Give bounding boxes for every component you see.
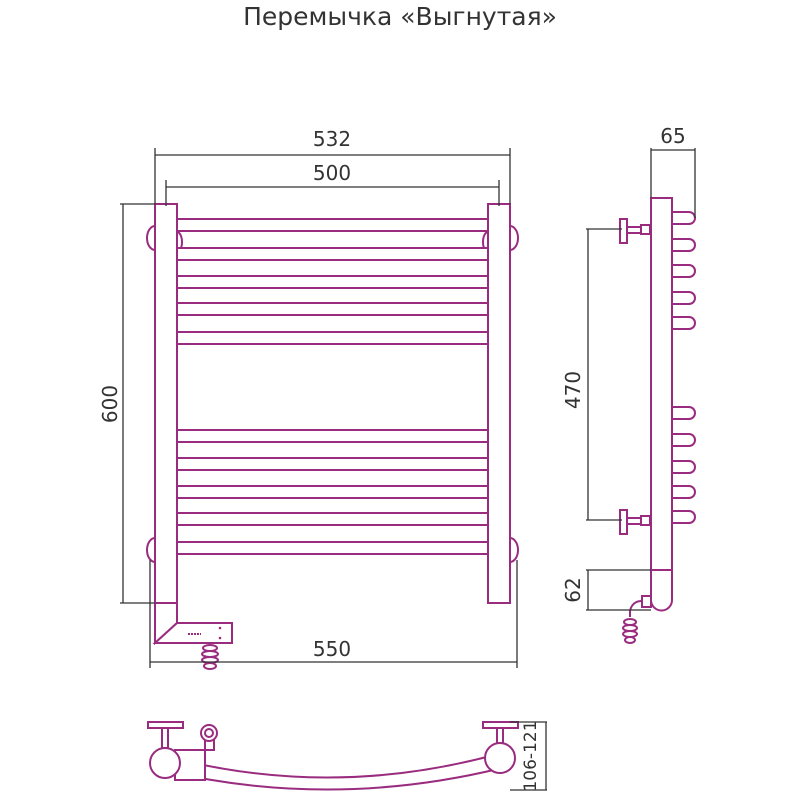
svg-text:62: 62 — [561, 577, 585, 602]
svg-text:470: 470 — [561, 371, 585, 409]
dimension-550: 550 — [149, 560, 518, 668]
crossbar — [169, 485, 496, 499]
wall-bracket-right — [482, 721, 519, 774]
top-view: 106-121 — [147, 720, 547, 792]
side-heater-connector — [622, 595, 652, 644]
dimension-470: 470 — [561, 228, 622, 521]
crossbar — [169, 331, 496, 345]
crossbar-side — [672, 316, 696, 330]
dimension-65: 65 — [650, 124, 696, 218]
cable-coil-icon — [622, 618, 638, 644]
wall-bracket-left — [147, 721, 184, 779]
front-view: 532 500 600 550 — [98, 127, 519, 670]
svg-text:500: 500 — [313, 161, 351, 185]
right-post — [487, 203, 511, 604]
crossbar-side — [672, 211, 696, 225]
side-view: 65 470 62 — [561, 124, 696, 644]
crossbar-side — [672, 485, 696, 499]
crossbar-side — [672, 510, 696, 524]
side-bar-loops — [672, 211, 696, 524]
crossbar — [169, 302, 496, 316]
cable-coil-icon — [201, 644, 219, 670]
crossbar-side — [672, 264, 696, 278]
drawing-title: Перемычка «Выгнутая» — [243, 2, 557, 31]
crossbar — [169, 247, 496, 261]
electric-heater — [152, 602, 233, 670]
left-post — [154, 203, 178, 624]
dimension-532: 532 — [154, 127, 511, 204]
crossbars — [169, 218, 496, 555]
svg-text:65: 65 — [660, 124, 685, 148]
svg-text:106-121: 106-121 — [521, 720, 541, 791]
crossbar — [169, 275, 496, 289]
dimension-62: 62 — [561, 569, 651, 611]
crossbar — [169, 429, 496, 443]
dimension-106-121: 106-121 — [510, 720, 547, 792]
crossbar — [169, 541, 496, 555]
svg-text:600: 600 — [98, 385, 122, 423]
crossbar-side — [672, 238, 696, 252]
dimension-500: 500 — [165, 161, 500, 206]
curved-bar — [160, 752, 504, 791]
wall-bracket-top — [619, 218, 651, 244]
wall-bracket-bottom — [619, 509, 651, 535]
heater-connector-top — [200, 724, 218, 751]
crossbar-side — [672, 291, 696, 305]
dimension-600: 600 — [98, 203, 155, 604]
side-post — [650, 197, 673, 612]
crossbar — [169, 512, 496, 526]
crossbar-side — [672, 460, 696, 474]
crossbar-side — [672, 433, 696, 447]
crossbar — [169, 457, 496, 471]
crossbar — [169, 218, 496, 232]
svg-text:532: 532 — [313, 127, 351, 151]
svg-text:550: 550 — [313, 637, 351, 661]
crossbar-side — [672, 406, 696, 420]
